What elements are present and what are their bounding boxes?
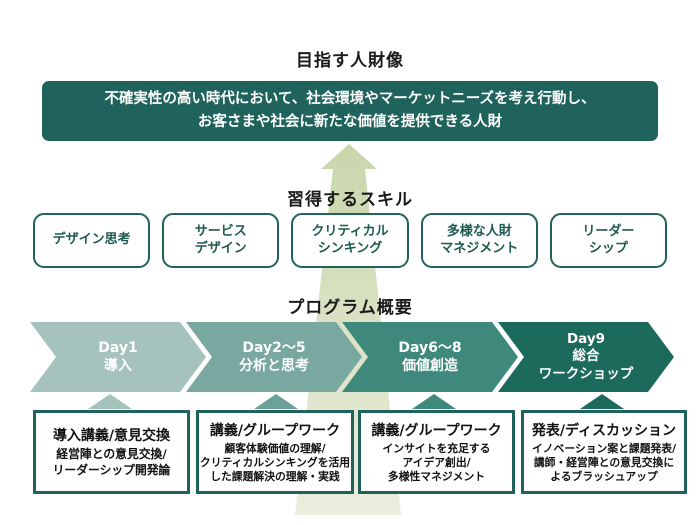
- skill-box-service-design: サービス デザイン: [162, 213, 280, 268]
- skill-box-design-thinking: デザイン思考: [33, 213, 151, 268]
- skill-box-critical-thinking: クリティカル シンキング: [291, 213, 409, 268]
- skills-row: デザイン思考 サービス デザイン クリティカル シンキング 多様な人財 マネジメ…: [33, 213, 668, 268]
- phase-day-label: Day1: [98, 339, 138, 356]
- skill-label: シンキング: [317, 240, 383, 256]
- phase-subtitle: ワークショップ: [538, 365, 634, 382]
- connector-triangle-icon: [412, 394, 456, 409]
- connector-triangle-icon: [88, 394, 132, 409]
- phase-arrow-day2-5: Day2～5 分析と思考: [186, 322, 362, 392]
- skill-label: 多様な人財: [446, 224, 512, 240]
- detail-box-day1: 導入講義/意見交換 経営陣との意見交換/ リーダーシップ開発論: [33, 410, 190, 494]
- skill-label: シップ: [588, 240, 628, 256]
- detail-line: 講師・経営陣との意見交換に: [533, 455, 675, 469]
- connector-triangle-icon: [580, 394, 624, 409]
- detail-line: イノベーション案と課題発表/: [531, 441, 677, 455]
- detail-title: 講義/グループワーク: [371, 422, 502, 439]
- program-section-title: プログラム概要: [287, 298, 413, 318]
- detail-line: 顧客体験価値の理解/: [224, 441, 326, 455]
- phase-day-label: Day2～5: [242, 339, 306, 356]
- detail-line: インサイトを充足する: [382, 441, 491, 455]
- skill-label: デザイン: [194, 240, 247, 256]
- phase-subtitle: 分析と思考: [239, 358, 309, 374]
- detail-body: 経営陣との意見交換/ リーダーシップ開発論: [53, 447, 171, 478]
- skill-box-leadership: リーダー シップ: [549, 213, 668, 268]
- detail-body: イノベーション案と課題発表/ 講師・経営陣との意見交換に よるブラッシュアップ: [532, 442, 676, 485]
- phase-subtitle: 導入: [104, 358, 132, 374]
- detail-body: 顧客体験価値の理解/ クリティカルシンキングを活用 した課題解決の理解・実践: [200, 442, 350, 485]
- goal-statement-box: 不確実性の高い時代において、社会環境やマーケットニーズを考え行動し、 お客さまや…: [42, 81, 658, 141]
- goal-section-title: 目指す人財像: [296, 51, 404, 71]
- skill-label: サービス: [194, 224, 247, 240]
- phase-arrow-day1: Day1 導入: [30, 322, 206, 392]
- detail-title: 発表/ディスカッション: [531, 422, 677, 439]
- phase-arrow-day6-8: Day6～8 価値創造: [342, 322, 518, 392]
- detail-line: アイデア創出/: [402, 455, 471, 469]
- phase-day-label: Day9: [566, 330, 606, 347]
- phase-arrow-day9: Day9 総合 ワークショップ: [498, 322, 674, 392]
- goal-statement-line1: 不確実性の高い時代において、社会環境やマーケットニーズを考え行動し、: [104, 90, 596, 107]
- detail-line: 多様性マネジメント: [387, 470, 486, 484]
- skill-label: マネジメント: [440, 240, 519, 256]
- detail-line: 経営陣との意見交換/: [56, 447, 167, 462]
- skill-label: リーダー: [582, 224, 635, 240]
- phase-subtitle: 価値創造: [402, 358, 458, 374]
- detail-body: インサイトを充足する アイデア創出/ 多様性マネジメント: [383, 442, 491, 485]
- detail-line: よるブラッシュアップ: [550, 470, 658, 484]
- detail-line: した課題解決の理解・実践: [210, 470, 340, 484]
- detail-box-day2-5: 講義/グループワーク 顧客体験価値の理解/ クリティカルシンキングを活用 した課…: [196, 410, 354, 494]
- detail-line: クリティカルシンキングを活用: [199, 455, 351, 469]
- phase-day-label: Day6～8: [398, 339, 462, 356]
- detail-line: リーダーシップ開発論: [52, 463, 171, 477]
- detail-title: 講義/グループワーク: [209, 422, 341, 439]
- skill-label: クリティカル: [311, 224, 389, 240]
- skill-box-diversity-management: 多様な人財 マネジメント: [420, 213, 538, 268]
- phase-subtitle: 総合: [572, 348, 600, 365]
- connector-triangle-icon: [254, 394, 298, 409]
- detail-box-day6-8: 講義/グループワーク インサイトを充足する アイデア創出/ 多様性マネジメント: [358, 410, 515, 494]
- skill-label: デザイン思考: [52, 232, 131, 248]
- detail-box-day9: 発表/ディスカッション イノベーション案と課題発表/ 講師・経営陣との意見交換に…: [521, 410, 687, 494]
- detail-title: 導入講義/意見交換: [52, 428, 171, 445]
- goal-statement-line2: お客さまや社会に新たな価値を提供できる人財: [197, 114, 503, 130]
- skills-section-title: 習得するスキル: [287, 190, 413, 210]
